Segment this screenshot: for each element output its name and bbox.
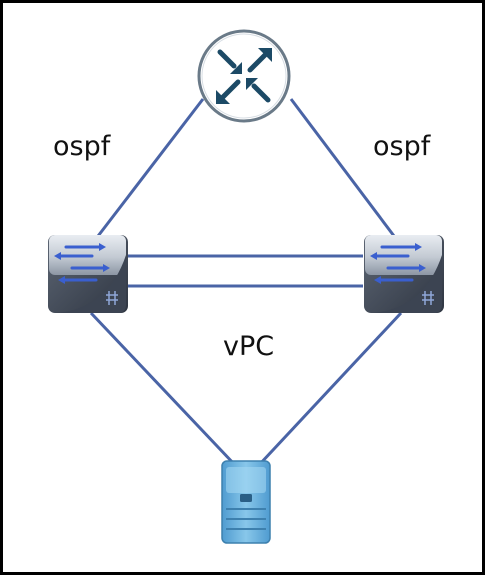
ospf-label-right: ospf: [373, 131, 431, 162]
network-diagram: [48, 29, 444, 544]
links: [89, 98, 403, 467]
switch-icon[interactable]: [364, 235, 444, 313]
ospf-link-right: [289, 98, 399, 241]
ospf-link-left: [93, 98, 205, 241]
router-icon[interactable]: [197, 29, 291, 123]
vpc-link-left: [89, 311, 237, 467]
server-icon[interactable]: [221, 460, 271, 544]
vpc-link-right: [257, 311, 403, 467]
ospf-label-left: ospf: [53, 131, 111, 162]
switch-icon[interactable]: [48, 235, 128, 313]
vpc-label: vPC: [223, 331, 275, 362]
